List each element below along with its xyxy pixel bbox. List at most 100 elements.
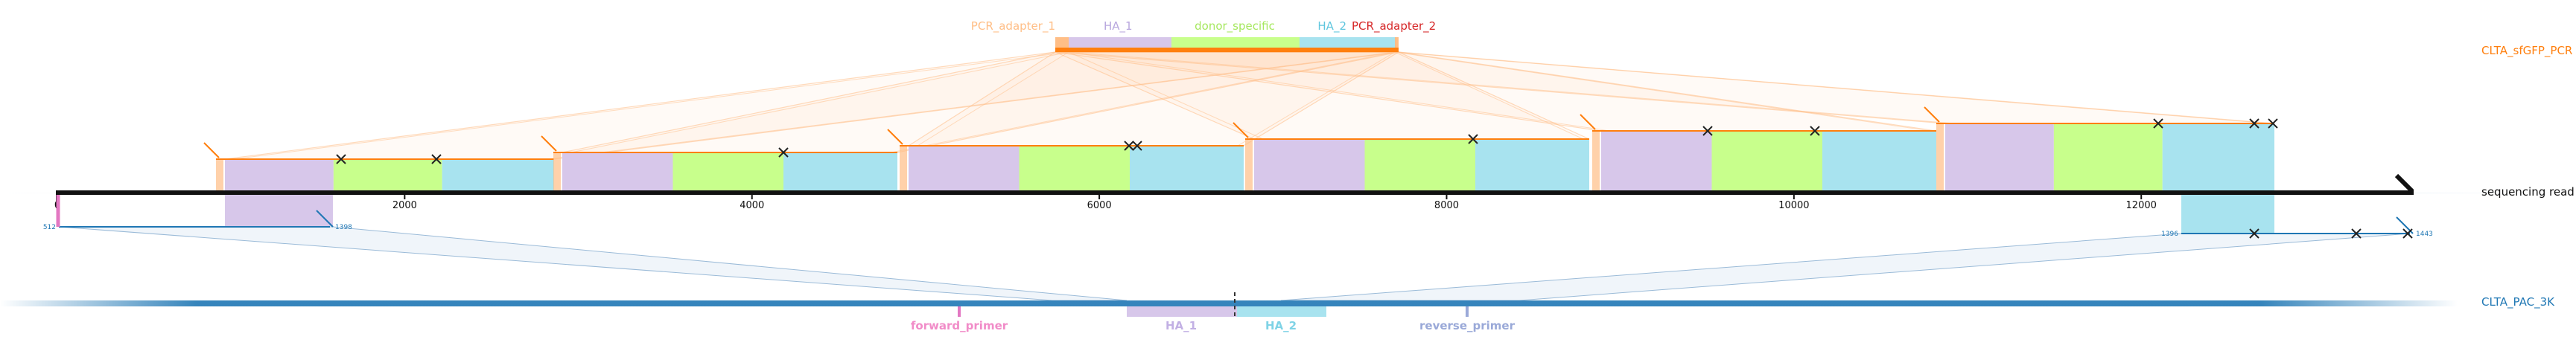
mismatch-cross	[2268, 118, 2278, 129]
block-arrow	[887, 129, 903, 145]
mismatch-markers	[336, 118, 2413, 239]
alignment-fan-edge	[1068, 51, 1611, 132]
read-bar	[56, 190, 2411, 195]
mismatch-cross	[2249, 118, 2259, 129]
right-alignment-start: 1396	[2161, 231, 2178, 238]
label-pcr-adapter-1: PCR_adapter_1	[971, 19, 1055, 33]
alignment-fan-edge	[570, 51, 1069, 153]
block-segment	[2162, 123, 2274, 190]
mismatch-cross	[778, 147, 789, 158]
side-alignments: 512 1398 1396 1443	[43, 195, 2433, 238]
segment-pcr-adapter-1	[1055, 37, 1069, 48]
reverse-primer-mark	[1466, 306, 1469, 317]
mismatch-cross	[431, 154, 442, 164]
track-name-sequencing-read: sequencing read	[2481, 185, 2575, 199]
block-arrow	[541, 135, 557, 152]
mismatch-cross	[1132, 141, 1142, 151]
alignment-fan-edge	[1394, 51, 1931, 132]
label-forward-primer: forward_primer	[911, 319, 1008, 332]
read-tick-label: 12000	[2126, 200, 2157, 211]
right-ha2-block	[2181, 195, 2274, 234]
bottom-fan-right	[1280, 233, 2411, 301]
bottom-construct: forward_primer HA_1 HA_2 reverse_primer	[0, 292, 2458, 332]
label-pcr-adapter-2: PCR_adapter_2	[1352, 19, 1436, 33]
read-tick-label: 8000	[1434, 200, 1459, 211]
alignment-fan-edge	[1068, 51, 1955, 124]
left-alignment-end: 1398	[335, 224, 352, 231]
block-segment	[909, 146, 1020, 190]
block-segment	[1822, 131, 1936, 190]
alignment-fan-edge	[1068, 51, 1264, 140]
segment-ha-2	[1300, 37, 1395, 48]
mismatch-cross	[1702, 126, 1713, 136]
read-arrowhead	[2394, 173, 2414, 195]
block-segment	[1601, 131, 1712, 190]
top-construct-bar	[1055, 48, 1399, 52]
block-arrow	[1580, 114, 1596, 130]
mismatch-cross	[1468, 134, 1478, 144]
alignment-fans	[58, 51, 2411, 301]
block-segment	[1254, 139, 1365, 190]
block-adapter	[216, 159, 223, 190]
block-adapter	[1592, 131, 1600, 190]
mismatch-cross	[2402, 228, 2413, 239]
mismatch-cross	[1124, 141, 1134, 151]
bottom-fan-left	[58, 226, 1128, 301]
top-construct: PCR_adapter_1 HA_1 donor_specific HA_2 P…	[971, 19, 1436, 52]
block-segment	[1019, 146, 1130, 190]
alignment-fan-edge	[891, 51, 1396, 153]
mismatch-cross	[336, 154, 346, 164]
block-segment	[1364, 139, 1475, 190]
block-segment	[225, 159, 334, 190]
bottom-construct-bar	[0, 300, 2458, 306]
forward-primer-mark	[958, 306, 961, 317]
mismatch-cross	[2351, 228, 2362, 239]
block-adapter	[553, 152, 561, 190]
block-segment	[2053, 123, 2163, 190]
alignment-fan-edge	[1394, 51, 2269, 124]
label-bottom-ha-1: HA_1	[1165, 319, 1197, 332]
block-segment	[333, 159, 442, 190]
label-ha-2: HA_2	[1317, 19, 1346, 33]
read-tick-label: 4000	[740, 200, 764, 211]
mismatch-cross	[2249, 228, 2259, 239]
block-arrow	[1233, 122, 1249, 138]
bottom-ha-2	[1237, 306, 1326, 317]
block-segment	[1945, 123, 2054, 190]
alignment-fan-edge	[1394, 51, 1584, 140]
block-adapter	[900, 146, 907, 190]
block-segment	[562, 152, 673, 190]
label-donor-specific: donor_specific	[1195, 19, 1275, 33]
left-alignment-start: 512	[43, 224, 56, 231]
mismatch-cross	[1810, 126, 1820, 136]
block-segment	[672, 152, 783, 190]
read-tick-label: 2000	[392, 200, 417, 211]
left-ha1-block	[225, 195, 333, 226]
label-reverse-primer: reverse_primer	[1419, 319, 1516, 332]
alignment-fan-edge	[917, 51, 1069, 147]
block-adapter	[1245, 139, 1253, 190]
bottom-ha-1	[1127, 306, 1237, 317]
block-segment	[1130, 146, 1244, 190]
alignment-fan-edge	[1237, 51, 1396, 147]
read-alignment-blocks	[203, 106, 2274, 234]
label-ha-1: HA_1	[1104, 19, 1133, 33]
segment-pcr-adapter-2	[1395, 37, 1399, 48]
label-bottom-ha-2: HA_2	[1265, 319, 1297, 332]
right-alignment-end: 1443	[2416, 231, 2433, 238]
block-segment	[1711, 131, 1822, 190]
left-alignment-arrow	[316, 210, 334, 228]
segment-donor-specific	[1171, 37, 1300, 48]
track-name-bottom-construct: CLTA_PAC_3K	[2481, 295, 2555, 309]
block-arrow	[1924, 106, 1940, 123]
alignment-fan-edge	[233, 51, 1069, 160]
block-arrow	[203, 142, 220, 158]
read-tick-label: 6000	[1087, 200, 1112, 211]
read-tick-label: 10000	[1778, 200, 1809, 211]
block-segment	[442, 159, 554, 190]
mismatch-cross	[2153, 118, 2163, 129]
block-adapter	[1936, 123, 1944, 190]
track-name-top-construct: CLTA_sfGFP_PCR	[2481, 44, 2572, 58]
read-ticks: 020004000600080001000012000	[54, 195, 2157, 211]
